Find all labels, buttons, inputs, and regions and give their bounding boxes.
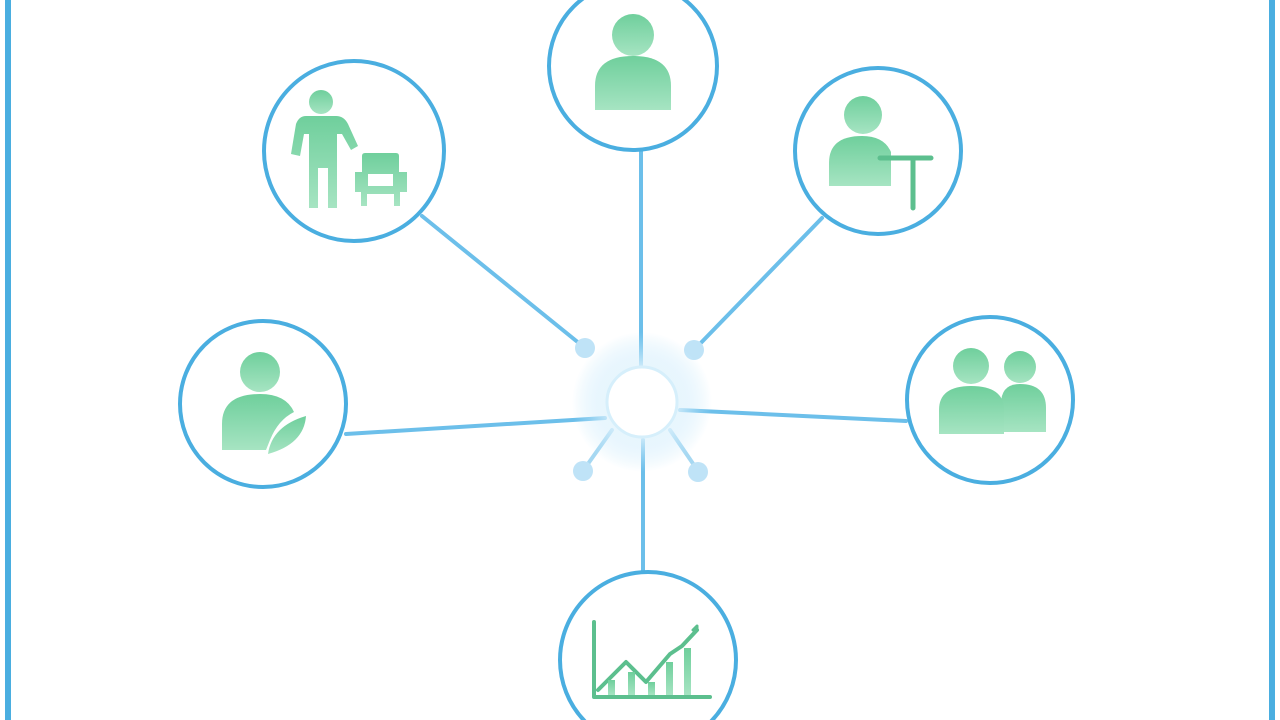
hub-circle: [605, 365, 679, 439]
person-with-chair-icon: [291, 90, 407, 208]
junction-dots: [573, 338, 708, 482]
node-top: [547, 0, 719, 152]
node-right: [905, 315, 1075, 485]
junction-dot: [573, 461, 593, 481]
spoke-upper-right: [692, 216, 824, 352]
node-upper-left: [262, 59, 446, 243]
spoke-left: [344, 416, 607, 436]
junction-dot: [575, 338, 595, 358]
two-people-icon: [939, 348, 1046, 434]
hub: [572, 332, 712, 472]
spokes: [344, 148, 908, 580]
spoke-right: [678, 408, 908, 423]
growth-chart-icon: [592, 620, 712, 699]
node-left: [178, 319, 348, 489]
junction-dot: [688, 462, 708, 482]
frame-border: [5, 0, 1275, 720]
spoke-upper-left: [420, 214, 587, 350]
node-upper-right: [793, 66, 963, 236]
person-icon: [595, 14, 671, 110]
node-bottom: [558, 570, 738, 720]
person-at-desk-icon: [829, 96, 934, 211]
person-with-leaf-icon: [222, 352, 306, 454]
